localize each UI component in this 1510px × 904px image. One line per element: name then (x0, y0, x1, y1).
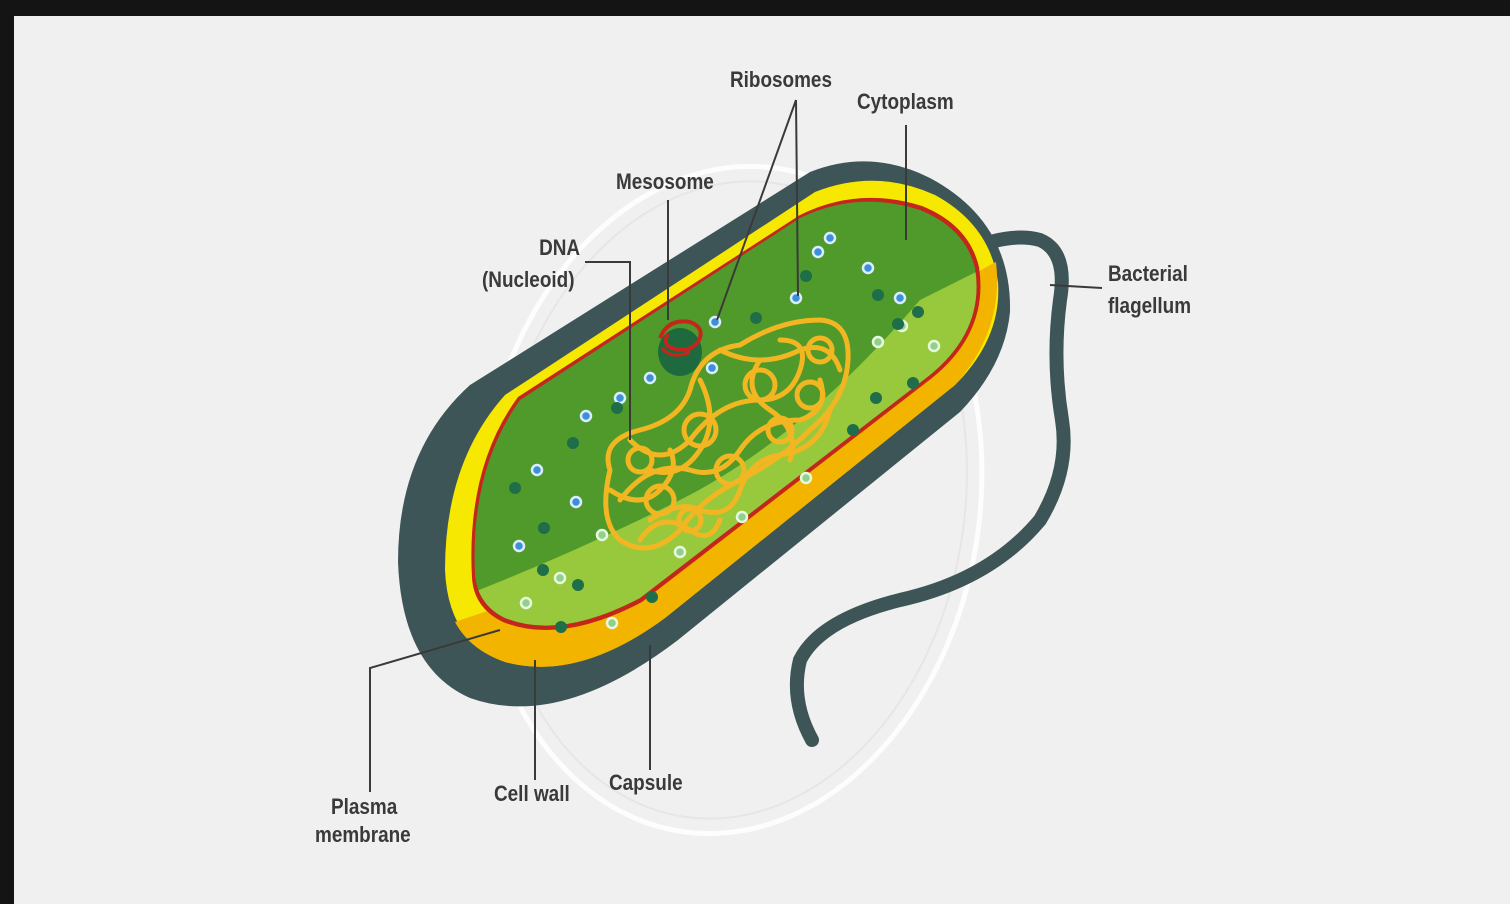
label-plasma-line2: membrane (315, 821, 411, 849)
label-mesosome: Mesosome (616, 168, 714, 196)
label-flagellum-line2: flagellum (1108, 292, 1191, 320)
label-capsule: Capsule (609, 769, 683, 797)
label-bacterial-flagellum: Bacterial flagellum (1108, 260, 1205, 316)
label-ribosomes: Ribosomes (730, 66, 832, 94)
label-dna: DNA (Nucleoid) (478, 234, 598, 290)
label-plasma-membrane: Plasma membrane (315, 793, 426, 849)
label-cell-wall: Cell wall (494, 780, 570, 808)
label-dna-line2: (Nucleoid) (482, 266, 585, 294)
label-cytoplasm: Cytoplasm (857, 88, 954, 116)
label-dna-line1: DNA (508, 234, 611, 262)
label-flagellum-line1: Bacterial (1108, 260, 1191, 288)
label-plasma-line1: Plasma (331, 793, 427, 821)
